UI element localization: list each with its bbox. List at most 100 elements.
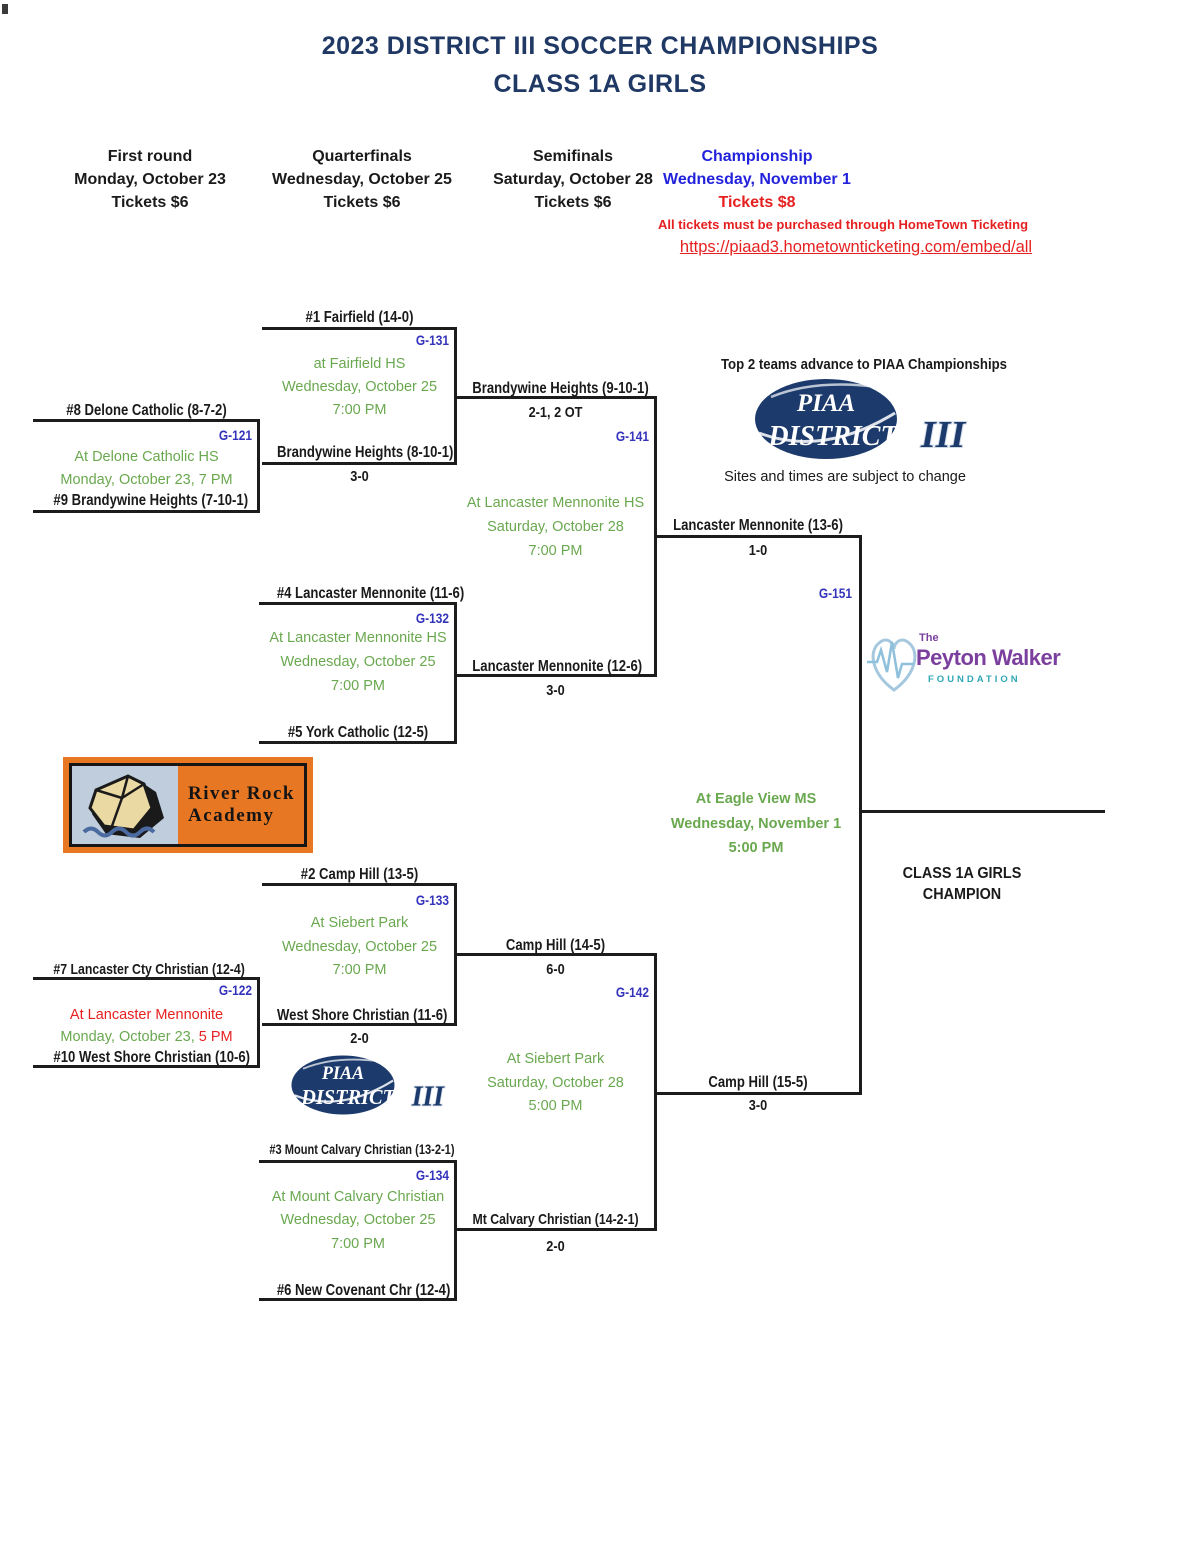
champion-line-h (859, 810, 1105, 813)
river-rock-line2: Academy (188, 805, 275, 826)
round-date: Saturday, October 28 (493, 171, 653, 188)
g134-date: Wednesday, October 25 (280, 1212, 436, 1228)
roman-numeral: III (920, 414, 967, 456)
bracket-line-h (33, 510, 260, 513)
g131-date: Wednesday, October 25 (281, 379, 438, 395)
bracket-line-h (454, 1228, 657, 1231)
page-subtitle: CLASS 1A GIRLS (493, 70, 707, 98)
bracket-line-h (33, 977, 260, 980)
g134-game-label: G-134 (415, 1167, 449, 1183)
round-header-quarterfinals: Quarterfinals Wednesday, October 25 Tick… (247, 145, 477, 214)
g141-date: Saturday, October 28 (487, 519, 624, 535)
g151-bottom-score: 3-0 (748, 1097, 768, 1114)
roman-numeral: III (411, 1081, 445, 1112)
piaa-word: PIAA (321, 1063, 364, 1083)
page-title: 2023 DISTRICT III SOCCER CHAMPIONSHIPS (321, 32, 879, 60)
scan-mark (2, 4, 8, 14)
g151-date: Wednesday, November 1 (670, 816, 842, 832)
g122-datetime: Monday, October 23, 5 PM (33, 1029, 260, 1045)
bracket-line-h (262, 1023, 457, 1026)
round-name: First round (107, 148, 193, 165)
g142-time: 5:00 PM (528, 1098, 583, 1114)
g121-bottom-team: #9 Brandywine Heights (7-10-1) (53, 492, 249, 509)
bracket-line-h (654, 1092, 862, 1095)
g141-winner: Lancaster Mennonite (13-6) (673, 517, 843, 534)
g151-venue: At Eagle View MS (695, 791, 817, 807)
heart-ekg-icon (867, 638, 917, 692)
bracket-line-v (454, 602, 457, 744)
g142-winner: Mt Calvary Christian (14-2-1) (472, 1211, 639, 1228)
peyton-foundation: FOUNDATION (928, 674, 1021, 685)
g131-game-label: G-131 (415, 332, 449, 348)
g122-game-label: G-122 (218, 982, 252, 998)
round-date: Wednesday, November 1 (663, 171, 851, 188)
g142-date: Saturday, October 28 (487, 1075, 624, 1091)
round-header-first-round: First round Monday, October 23 Tickets $… (35, 145, 265, 214)
bracket-line-h (454, 953, 657, 956)
round-date: Wednesday, October 25 (272, 171, 452, 188)
g132-game-label: G-132 (415, 610, 449, 626)
round-header-semifinals: Semifinals Saturday, October 28 Tickets … (458, 145, 688, 214)
g122-date: Monday, October 23, (60, 1029, 195, 1045)
bracket-line-h (262, 883, 457, 886)
river-rock-line1: River Rock (188, 783, 295, 804)
g121-top-team: #8 Delone Catholic (8-7-2) (66, 402, 227, 419)
g133-time: 7:00 PM (332, 962, 387, 978)
g141-time: 7:00 PM (528, 543, 583, 559)
g134-venue: At Mount Calvary Christian (271, 1189, 445, 1205)
bracket-line-h (259, 741, 457, 744)
piaa-district-logo-small: PIAA DISTRICT III (290, 1054, 462, 1116)
g142-top-team: Camp Hill (14-5) (505, 937, 606, 954)
champion-label-line1: CLASS 1A GIRLS (902, 865, 1022, 882)
g133-bottom-team: West Shore Christian (11-6) (277, 1007, 448, 1024)
g131-venue: at Fairfield HS (313, 356, 406, 372)
g121-game-label: G-121 (218, 427, 252, 443)
river-rock-icon (82, 774, 164, 838)
bracket-line-h (259, 602, 457, 605)
piaa-word: PIAA (796, 390, 855, 417)
district-word: DISTRICT (767, 421, 899, 452)
g134-bottom-team: #6 New Covenant Chr (12-4) (276, 1282, 451, 1299)
g142-game-label: G-142 (615, 984, 649, 1000)
g141-winner-score: 1-0 (748, 542, 768, 559)
bracket-line-v (859, 535, 862, 1095)
g131-bottom-team: Brandywine Heights (8-10-1) (277, 444, 454, 461)
champion-label-line2: CHAMPION (922, 886, 1002, 903)
g131-bottom-score: 3-0 (350, 468, 369, 485)
g133-top-team: #2 Camp Hill (13-5) (300, 866, 419, 883)
round-tickets: Tickets $8 (718, 194, 796, 211)
g132-time: 7:00 PM (331, 678, 385, 694)
bracket-line-h (259, 1298, 457, 1301)
g131-top-team: #1 Fairfield (14-0) (305, 309, 414, 326)
ticket-url-link[interactable]: https://piaad3.hometownticketing.com/emb… (679, 238, 1033, 256)
bracket-line-v (257, 419, 260, 513)
g122-top-team: #7 Lancaster Cty Christian (12-4) (53, 961, 245, 978)
g151-game-label: G-151 (818, 585, 852, 601)
g132-top-team: #4 Lancaster Mennonite (11-6) (276, 585, 465, 602)
peyton-name: Peyton Walker (916, 645, 1061, 670)
g134-top-team: #3 Mount Calvary Christian (13-2-1) (269, 1142, 455, 1157)
g132-date: Wednesday, October 25 (280, 654, 436, 670)
g133-game-label: G-133 (415, 892, 449, 908)
g141-top-score: 2-1, 2 OT (528, 404, 583, 421)
round-date: Monday, October 23 (74, 171, 226, 188)
district-word: DISTRICT (300, 1087, 396, 1109)
g142-top-score: 6-0 (546, 961, 565, 978)
round-name: Quarterfinals (312, 148, 412, 165)
round-tickets: Tickets $6 (534, 194, 612, 211)
g122-bottom-team: #10 West Shore Christian (10-6) (53, 1049, 251, 1066)
g133-venue: At Siebert Park (310, 915, 409, 931)
bracket-line-h (654, 535, 862, 538)
ticket-notice: All tickets must be purchased through Ho… (657, 217, 1029, 232)
bracket-line-h (454, 396, 657, 399)
g122-time: 5 PM (194, 1029, 233, 1045)
g122-venue: At Lancaster Mennonite (69, 1007, 224, 1023)
g121-datetime: Monday, October 23, 7 PM (60, 472, 233, 488)
g132-venue: At Lancaster Mennonite HS (269, 630, 447, 646)
g151-bottom-team: Camp Hill (15-5) (708, 1074, 808, 1091)
bracket-line-h (259, 1160, 457, 1163)
round-name: Championship (701, 148, 813, 165)
bracket-line-h (262, 462, 457, 465)
peyton-walker-logo: The Peyton Walker FOUNDATION (866, 626, 1061, 706)
